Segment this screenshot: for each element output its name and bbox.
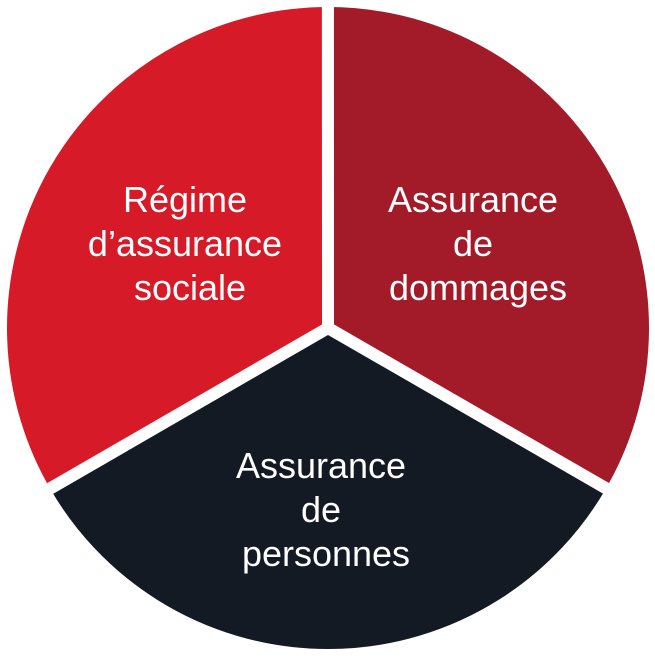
label-regime-assurance-sociale: Régime d’assurance sociale — [88, 179, 292, 308]
label-assurance-dommages: Assurance de dommages — [388, 179, 568, 308]
segment-assurance-personnes — [36, 321, 620, 657]
label-assurance-personnes: Assurance de personnes — [236, 445, 416, 574]
